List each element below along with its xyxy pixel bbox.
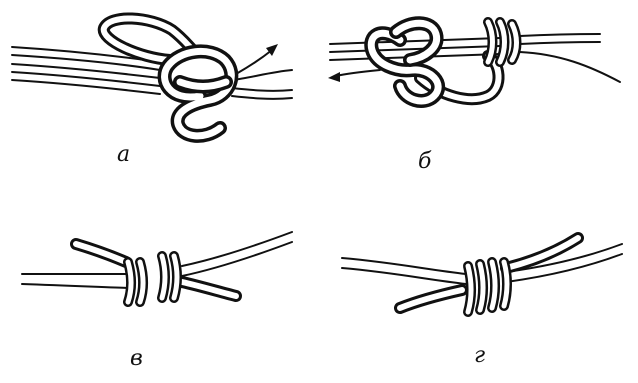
panel-v-ropes (22, 232, 292, 288)
panel-v-label: в (130, 346, 143, 371)
panel-b-label: б (418, 149, 432, 174)
panel-v-knot: в (22, 232, 292, 371)
panel-g-knot: г (342, 238, 622, 368)
panel-a-figure-eight (165, 51, 232, 135)
panel-b-knot: б (328, 22, 620, 174)
panel-b-wrap-turns (488, 22, 517, 62)
panel-b-direction-arrow (328, 70, 380, 82)
panel-a-knot: а (12, 18, 292, 167)
panel-g-wrap-turns (468, 262, 507, 312)
panel-g-label: г (474, 343, 485, 368)
panel-a-label: а (117, 142, 130, 167)
panel-v-wrap-turns (128, 256, 177, 302)
panel-v-ends (76, 244, 236, 296)
panel-g-ends (400, 238, 578, 308)
panel-a-direction-arrow (236, 44, 278, 74)
